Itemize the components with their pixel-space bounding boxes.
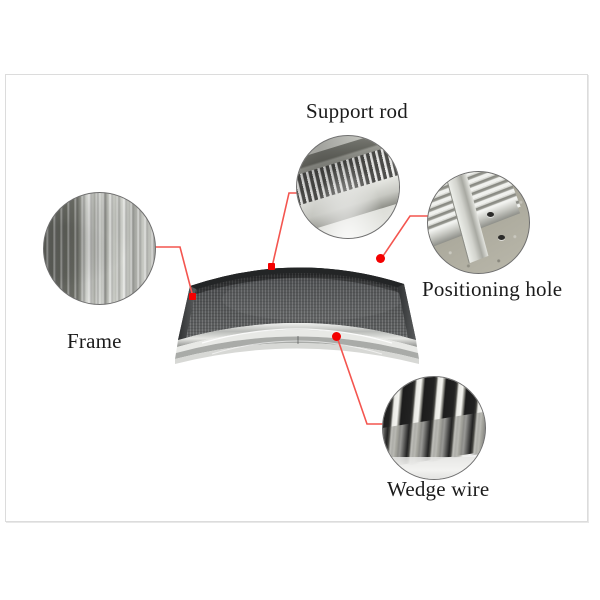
label-wedge-wire: Wedge wire — [387, 477, 490, 501]
target-dot-frame — [189, 293, 196, 300]
wedge-wire-closeup-circle — [382, 376, 486, 480]
label-support-rod: Support rod — [306, 99, 408, 123]
curved-sieve-bend-screen — [172, 244, 422, 370]
support-rod-closeup-circle — [296, 135, 400, 239]
wedge-wire-base — [383, 456, 485, 479]
support-rod-shading — [297, 136, 399, 238]
target-dot-support-rod — [268, 263, 275, 270]
frame-closeup-shading — [44, 193, 155, 304]
frame-closeup-circle — [43, 192, 156, 305]
positioning-hole-1 — [486, 212, 494, 218]
positioning-hole-closeup-circle — [427, 171, 530, 274]
target-dot-wedge-wire — [332, 332, 341, 341]
positioning-hole-2 — [497, 234, 505, 240]
screen-graphic — [175, 267, 419, 364]
target-dot-positioning-hole — [376, 254, 385, 263]
label-frame: Frame — [67, 329, 122, 353]
label-positioning-hole: Positioning hole — [422, 277, 563, 301]
